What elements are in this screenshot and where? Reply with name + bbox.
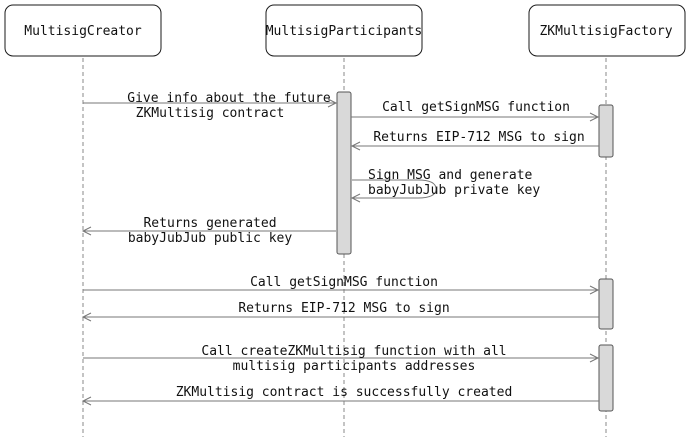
message-2-arrowhead bbox=[589, 112, 600, 122]
message-9: ZKMultisig contract is successfully crea… bbox=[81, 385, 599, 406]
message-6: Call getSignMSG function bbox=[83, 275, 600, 295]
message-5: Returns generated babyJubJub public key bbox=[81, 216, 336, 246]
message-8-label-line-2: multisig participants addresses bbox=[233, 359, 476, 374]
message-8-arrowhead bbox=[589, 353, 600, 363]
actor-label-factory: ZKMultisigFactory bbox=[539, 24, 672, 39]
actor-label-participants: MultisigParticipants bbox=[266, 24, 423, 39]
message-4-label-line-1: Sign MSG and generate bbox=[368, 168, 533, 183]
message-8: Call createZKMultisig function with all … bbox=[83, 344, 600, 374]
message-2: Call getSignMSG function bbox=[351, 100, 600, 122]
message-1-arrowhead bbox=[327, 98, 338, 108]
message-1-label-line-2: ZKMultisig contract bbox=[136, 106, 285, 121]
activation-factory-1 bbox=[598, 104, 614, 158]
actor-box-factory bbox=[528, 4, 686, 57]
message-3-arrowhead bbox=[350, 141, 361, 151]
message-1-label-line-1: Give info about the future bbox=[127, 91, 331, 106]
activation-factory-2 bbox=[598, 278, 614, 330]
activation-participants bbox=[336, 91, 352, 255]
message-4-arrowhead bbox=[350, 193, 361, 203]
actor-box-creator bbox=[4, 4, 162, 57]
message-4-label-line-2: babyJubJub private key bbox=[368, 183, 540, 198]
message-5-label-line-1: Returns generated bbox=[143, 216, 276, 231]
activation-factory-3 bbox=[598, 344, 614, 412]
message-7-label: Returns EIP-712 MSG to sign bbox=[238, 301, 449, 316]
message-3-label: Returns EIP-712 MSG to sign bbox=[373, 130, 584, 145]
message-5-label-line-2: babyJubJub public key bbox=[128, 231, 293, 246]
message-6-label: Call getSignMSG function bbox=[250, 275, 438, 290]
message-3: Returns EIP-712 MSG to sign bbox=[350, 130, 599, 151]
actor-label-creator: MultisigCreator bbox=[24, 24, 142, 39]
message-9-arrowhead bbox=[81, 396, 92, 406]
message-6-arrowhead bbox=[589, 285, 600, 295]
message-9-label: ZKMultisig contract is successfully crea… bbox=[176, 385, 513, 400]
actor-box-participants bbox=[265, 4, 423, 57]
message-1: Give info about the future ZKMultisig co… bbox=[83, 91, 338, 121]
message-2-label: Call getSignMSG function bbox=[382, 100, 570, 115]
message-4: Sign MSG and generate babyJubJub private… bbox=[350, 168, 540, 203]
message-4-line bbox=[352, 179, 437, 199]
message-5-arrowhead bbox=[81, 226, 92, 236]
message-7: Returns EIP-712 MSG to sign bbox=[81, 301, 599, 322]
message-7-arrowhead bbox=[81, 312, 92, 322]
message-8-label-line-1: Call createZKMultisig function with all bbox=[201, 344, 506, 359]
